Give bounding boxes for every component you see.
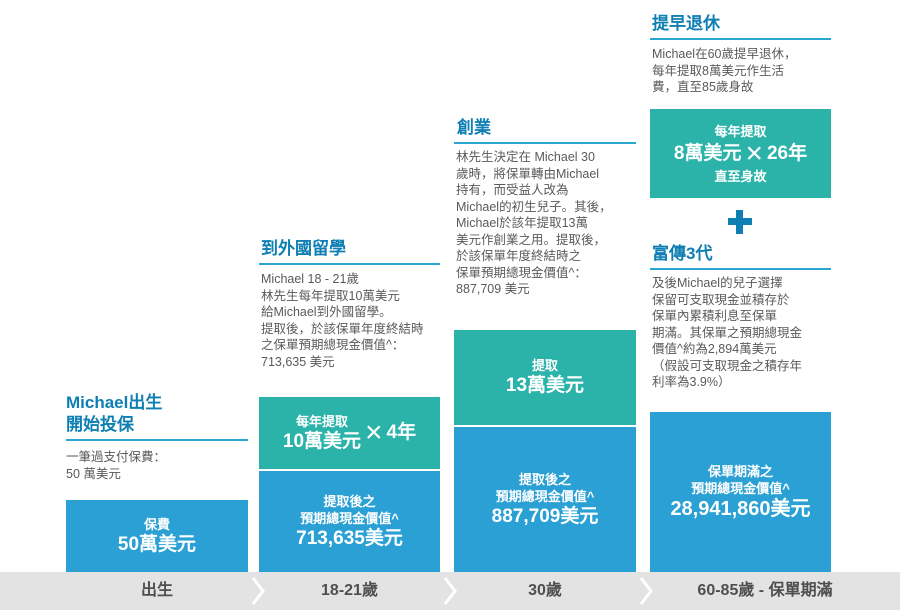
col3-title: 創業	[457, 118, 491, 137]
col4-withdraw-box: 每年提取 8萬美元 × 26年 直至身故	[650, 109, 831, 198]
col3-desc-line: 美元作創業之用。提取後，	[456, 232, 607, 247]
col4-desc-top-line: Michael在60歲提早退休，	[652, 47, 797, 61]
col4-desc-mid-line: 保留可支取現金並積存於	[652, 292, 790, 307]
col2-desc: Michael 18 - 21歲 林先生每年提取10萬美元 給Michael到外…	[261, 271, 441, 370]
col3-desc-line: Michael於該年提取13萬	[456, 216, 588, 230]
col4-desc-mid-line: （假設可支取現金之積存年	[652, 358, 803, 373]
col3-desc-line: Michael的初生兒子。其後，	[456, 199, 612, 214]
col2-withdraw-box: 每年提取 10萬美元 × 4年	[259, 397, 440, 469]
col4-desc-mid-line: 利率為3.9%）	[652, 375, 731, 389]
timeline-stage-study: 18-21歲	[321, 582, 378, 599]
timeline-stage-business: 30歲	[528, 582, 562, 599]
col2-withdraw-amount: 10萬美元	[282, 430, 362, 452]
col2-withdraw-years: 4年	[386, 422, 417, 443]
times-icon: ×	[745, 136, 763, 170]
col4-desc-top: Michael在60歲提早退休， 每年提取8萬美元作生活 費，直至85歲身故	[652, 46, 832, 96]
col4-value-label1: 保單期滿之	[707, 463, 773, 479]
col3-value-label1: 提取後之	[518, 471, 571, 487]
plus-icon	[726, 208, 754, 236]
col2-desc-line: Michael 18 - 21歲	[261, 272, 359, 286]
col4-title-retire: 提早退休	[652, 14, 720, 33]
col3-desc-line: 於該保單年度終結時之	[456, 249, 582, 263]
col2-value-box: 提取後之 預期總現金價值^ 713,635美元	[259, 471, 440, 572]
col2-value-label1: 提取後之	[323, 493, 376, 509]
timeline-stage-birth: 出生	[140, 582, 173, 599]
premium-box-value: 50萬美元	[117, 533, 197, 555]
col4-value-amount: 28,941,860美元	[670, 497, 811, 520]
col4-withdraw-years: 26年	[766, 142, 808, 164]
col4-value-label2: 預期總現金價值^	[691, 480, 790, 496]
col4-desc-mid-line: 及後Michael的兒子選擇	[652, 276, 783, 290]
chevron-right-icon	[443, 577, 457, 605]
col2-title: 到外國留學	[261, 239, 346, 258]
col3-withdraw-box: 提取 13萬美元	[454, 330, 636, 425]
col3-desc-line: 887,709 美元	[456, 282, 530, 296]
col3-value-amount: 887,709美元	[491, 505, 599, 527]
col4-withdraw-label: 每年提取	[714, 123, 767, 139]
col2-desc-line: 之保單預期總現金價值^：	[261, 338, 405, 352]
col1-desc: 一筆過支付保費： 50 萬美元	[66, 449, 166, 482]
col3-rule	[454, 142, 636, 144]
times-icon: ×	[365, 416, 383, 449]
col3-value-label2: 預期總現金價值^	[495, 488, 595, 504]
col1-title: Michael出生 開始投保	[66, 392, 162, 436]
col2-desc-line: 提取後，於該保單年度終結時	[261, 321, 424, 336]
col3-withdraw-amount: 13萬美元	[505, 375, 585, 396]
col1-title-line2: 開始投保	[66, 415, 134, 434]
col4-desc-top-line: 每年提取8萬美元作生活	[652, 63, 784, 78]
col4-desc-mid: 及後Michael的兒子選擇 保留可支取現金並積存於 保單內累積利息至保單 期滿…	[652, 275, 832, 391]
chevron-right-icon	[639, 577, 653, 605]
col2-value-amount: 713,635美元	[296, 527, 403, 549]
col3-desc-line: 歲時，將保單轉由Michael	[456, 166, 600, 181]
col4-withdraw-amount: 8萬美元	[673, 142, 742, 164]
col4-desc-top-line: 費，直至85歲身故	[652, 80, 754, 94]
col2-desc-line: 給Michael到外國留學。	[261, 305, 392, 319]
col4-rule-top	[650, 38, 831, 40]
col4-desc-mid-line: 價值^約為2,894萬美元	[652, 342, 777, 356]
col3-desc-line: 保單預期總現金價值^：	[456, 265, 587, 280]
premium-box-label: 保費	[143, 516, 170, 532]
chevron-right-icon	[251, 577, 265, 605]
col3-desc-line: 林先生決定在 Michael 30	[456, 150, 595, 164]
col1-rule	[66, 439, 248, 441]
col1-desc-line2: 50 萬美元	[66, 466, 121, 481]
col2-value-label2: 預期總現金價值^	[300, 510, 399, 526]
col2-withdraw-label: 每年提取	[295, 413, 348, 429]
col3-desc: 林先生決定在 Michael 30 歲時，將保單轉由Michael 持有，而受益…	[456, 149, 636, 298]
col1-desc-line1: 一筆過支付保費：	[66, 450, 167, 464]
timeline-stage-retire: 60-85歲 - 保單期滿	[697, 582, 833, 599]
col2-desc-line: 林先生每年提取10萬美元	[261, 288, 400, 303]
col2-desc-line: 713,635 美元	[261, 354, 335, 369]
premium-box: 保費 50萬美元	[66, 500, 248, 572]
col4-rule-mid	[650, 268, 831, 270]
col4-withdraw-until: 直至身故	[714, 168, 767, 184]
col4-title-legacy: 富傳3代	[652, 244, 713, 263]
col3-value-box: 提取後之 預期總現金價值^ 887,709美元	[454, 427, 636, 572]
col4-desc-mid-line: 期滿。其保單之預期總現金	[652, 325, 803, 340]
col2-rule	[259, 263, 440, 265]
col3-withdraw-label: 提取	[531, 358, 558, 373]
col4-value-box: 保單期滿之 預期總現金價值^ 28,941,860美元	[650, 412, 831, 572]
col3-desc-line: 持有，而受益人改為	[456, 183, 569, 197]
col1-title-line1: Michael出生	[66, 393, 163, 412]
col4-desc-mid-line: 保單內累積利息至保單	[652, 309, 778, 323]
timeline-bar	[0, 572, 900, 610]
